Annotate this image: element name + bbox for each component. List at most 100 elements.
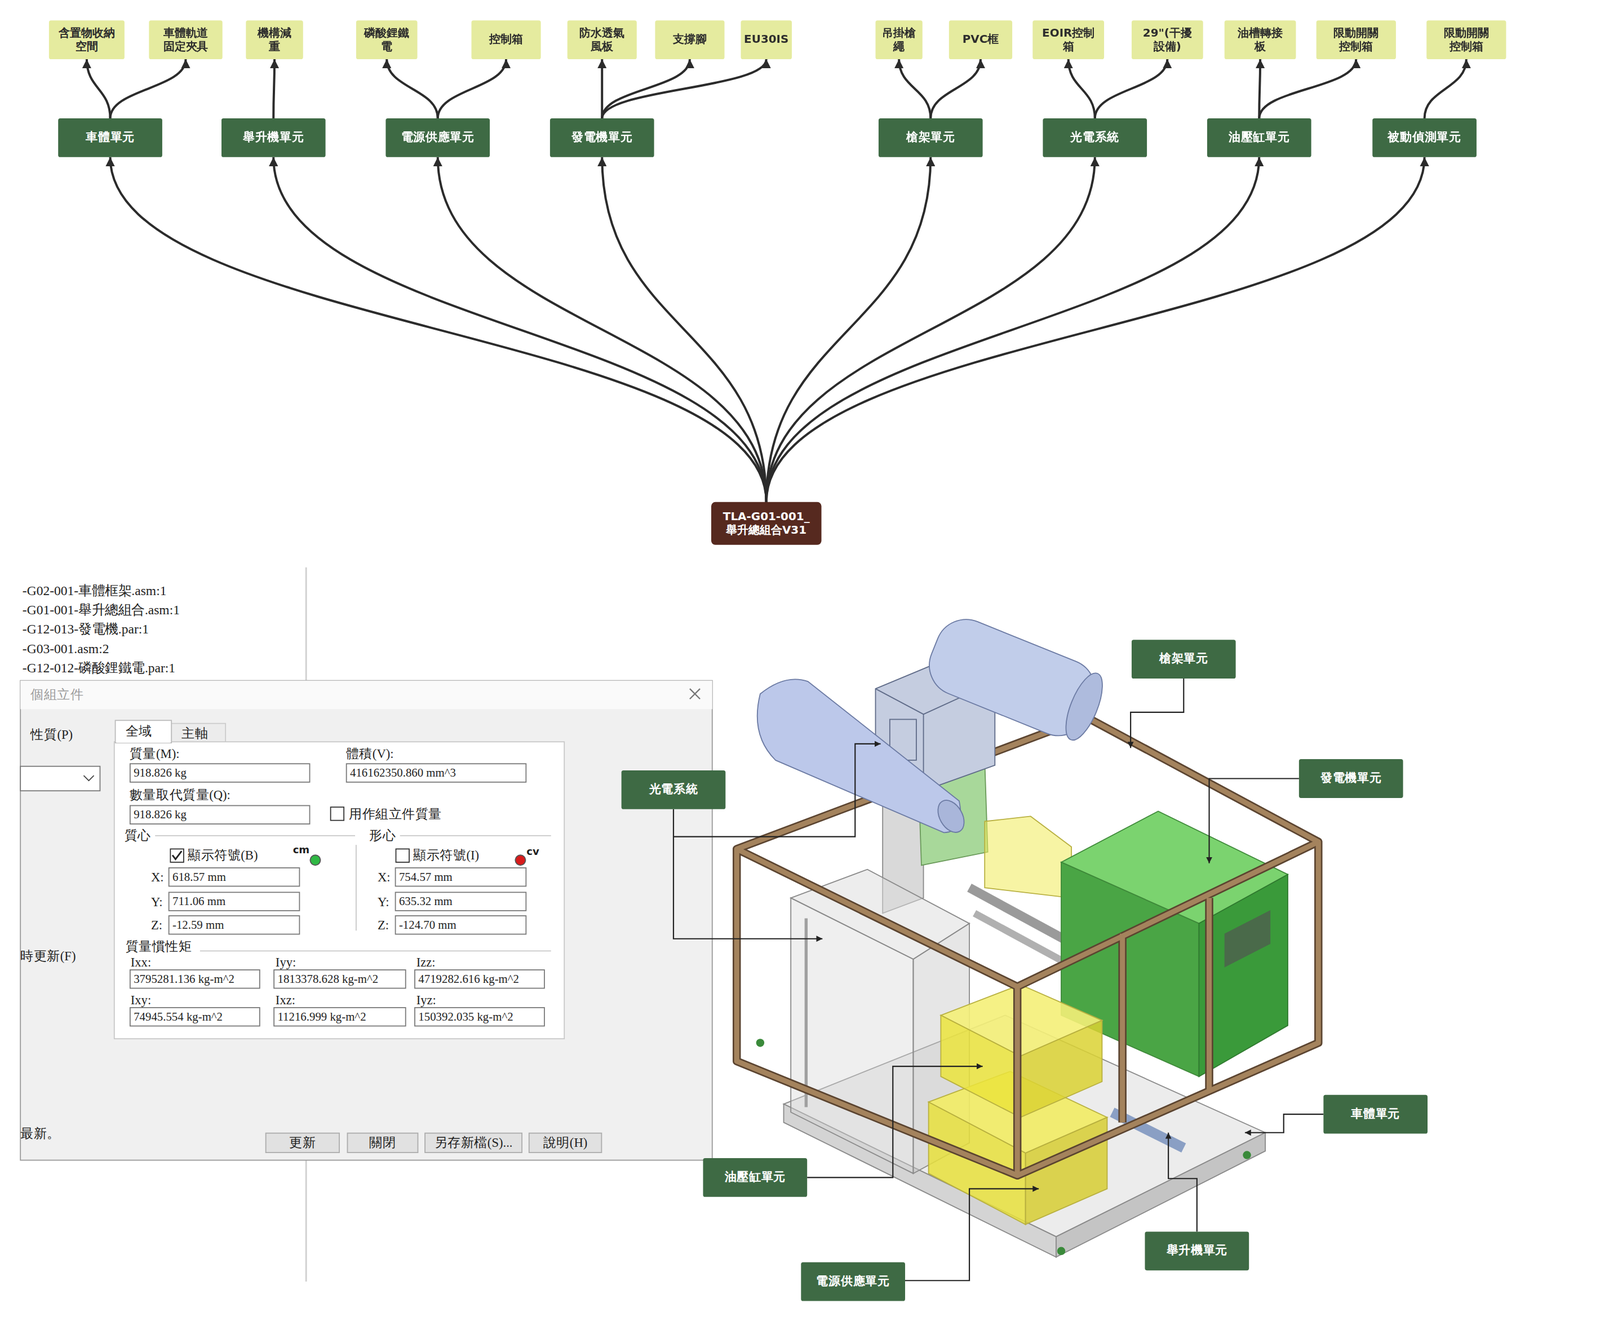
tree-connector [600, 59, 604, 119]
tree-connector [930, 59, 981, 119]
unit-box: 車體單元 [1323, 1095, 1428, 1134]
tab [171, 723, 226, 743]
node-text: 磷酸鋰鐵電 [364, 26, 410, 54]
node-text: 發電機單元 [571, 130, 633, 145]
dialog-text: Ixz: [275, 991, 296, 1009]
dialog-text: 質量慣性矩 [125, 938, 193, 956]
field-value: -12.59 mm [168, 915, 301, 935]
tree-item: -G12-013-發電機.par:1 [22, 621, 149, 638]
node-text: 槍架單元 [906, 130, 956, 145]
leaf-box: EU30IS [740, 20, 792, 60]
dialog-text: 主軸 [181, 725, 208, 742]
unit-box: 油壓缸單元 [1207, 118, 1312, 158]
unit-box: 發電機單元 [1299, 759, 1404, 799]
leaf-box: EOIR控制箱 [1032, 20, 1105, 60]
tree-connector [601, 59, 690, 119]
field-value: -124.70 mm [395, 915, 527, 935]
unit-box: 舉升機單元 [1144, 1231, 1249, 1271]
node-text: TLA-G01-001_舉升總組合V31 [718, 510, 815, 538]
root-box: TLA-G01-001_舉升總組合V31 [711, 502, 822, 545]
group-line [154, 835, 356, 837]
leaf-box: 磷酸鋰鐵電 [356, 20, 418, 60]
unit-box: 車體單元 [58, 118, 163, 158]
screen-background [20, 567, 1577, 1282]
node-text: 油壓缸單元 [1228, 130, 1291, 145]
dialog-text: 全域 [125, 723, 153, 740]
unit-box: 槍架單元 [878, 118, 983, 158]
tree-connector [601, 59, 767, 119]
tree-connector [1259, 59, 1356, 119]
unit-box: 發電機單元 [550, 118, 655, 158]
node-text: PVC框 [962, 33, 1000, 47]
tree-connector [273, 157, 767, 503]
button-label: 另存新檔(S)... [424, 1132, 523, 1154]
leaf-box: PVC框 [949, 20, 1013, 60]
group-line [400, 835, 552, 837]
dialog-text: Ixy: [130, 991, 152, 1009]
tab-panel [114, 741, 565, 1039]
unit-box: 光電系統 [1042, 118, 1147, 158]
node-text: 控制箱 [489, 33, 524, 47]
dialog-text: X: [151, 869, 165, 886]
dialog-text: Ixx: [130, 954, 152, 971]
tree-item: -G12-012-磷酸鋰鐵電.par:1 [22, 659, 176, 677]
tree-item: -G02-001-車體框架.asm:1 [22, 582, 167, 600]
tab-join [116, 740, 171, 743]
leaf-box: 車體軌道固定夾具 [148, 20, 223, 60]
field-value: 1813378.628 kg-m^2 [273, 969, 406, 989]
node-text: EOIR控制箱 [1040, 26, 1097, 54]
unit-box: 被動偵測單元 [1372, 118, 1477, 158]
dialog-titlebar [20, 680, 713, 710]
unit-box: 油壓缸單元 [702, 1158, 808, 1198]
node-text: EU30IS [743, 33, 789, 47]
tree-connector [601, 157, 767, 503]
dropdown-chevron [83, 775, 94, 781]
leaf-box: 含置物收納空間 [49, 20, 125, 60]
field-value: 618.57 mm [168, 867, 301, 887]
dialog-text: Izz: [416, 954, 436, 971]
tree-connector [386, 59, 438, 119]
checkmark [172, 851, 182, 859]
unit-box: 電源供應單元 [385, 118, 490, 158]
node-text: 槍架單元 [1159, 652, 1209, 667]
dropdown [20, 766, 100, 791]
tree-item: -G03-001.asm:2 [22, 640, 110, 658]
dialog-text: 用作組立件質量 [348, 805, 442, 823]
close-icon [689, 688, 700, 699]
node-text: 舉升機單元 [1166, 1243, 1229, 1258]
node-text: 29"(干擾設備) [1137, 26, 1198, 54]
group-line [355, 844, 357, 931]
field-value: 4719282.616 kg-m^2 [414, 969, 545, 989]
tree-connector [898, 59, 931, 119]
dialog-text: Iyz: [416, 991, 437, 1009]
dialog-text: Y: [377, 893, 390, 911]
tree-connector [766, 157, 1260, 503]
leaf-box: 29"(干擾設備) [1131, 20, 1204, 60]
node-text: 舉升機單元 [242, 130, 305, 145]
checkbox [396, 848, 410, 863]
node-text: 油槽轉接板 [1232, 26, 1288, 54]
field-value: 150392.035 kg-m^2 [414, 1007, 545, 1027]
tree-connector [437, 157, 767, 503]
node-text: 車體單元 [85, 130, 135, 145]
checkbox [330, 807, 345, 821]
node-text: 限動開關控制箱 [1438, 26, 1495, 54]
tree-connector [1095, 59, 1168, 119]
dialog-text: 顯示符號(B) [187, 847, 258, 864]
tree-connector [86, 59, 111, 119]
node-text: 車體單元 [1350, 1107, 1400, 1122]
leaf-box: 油槽轉接板 [1224, 20, 1297, 60]
checkbox [170, 848, 184, 863]
dialog-window [20, 680, 713, 1161]
button-label: 說明(H) [528, 1132, 602, 1154]
node-text: 發電機單元 [1320, 771, 1382, 786]
node-text: 光電系統 [1070, 130, 1120, 145]
leader-lines [673, 678, 1324, 1281]
dialog-title: 個組立件 [30, 687, 84, 704]
dialog-text: 體積(V): [346, 746, 394, 763]
button-label: 關閉 [347, 1132, 419, 1154]
centroid-symbol [515, 854, 526, 866]
leaf-box: 支撐腳 [654, 20, 725, 60]
symbol-tag: cv [526, 843, 540, 861]
symbol-tag: cm [293, 841, 310, 859]
